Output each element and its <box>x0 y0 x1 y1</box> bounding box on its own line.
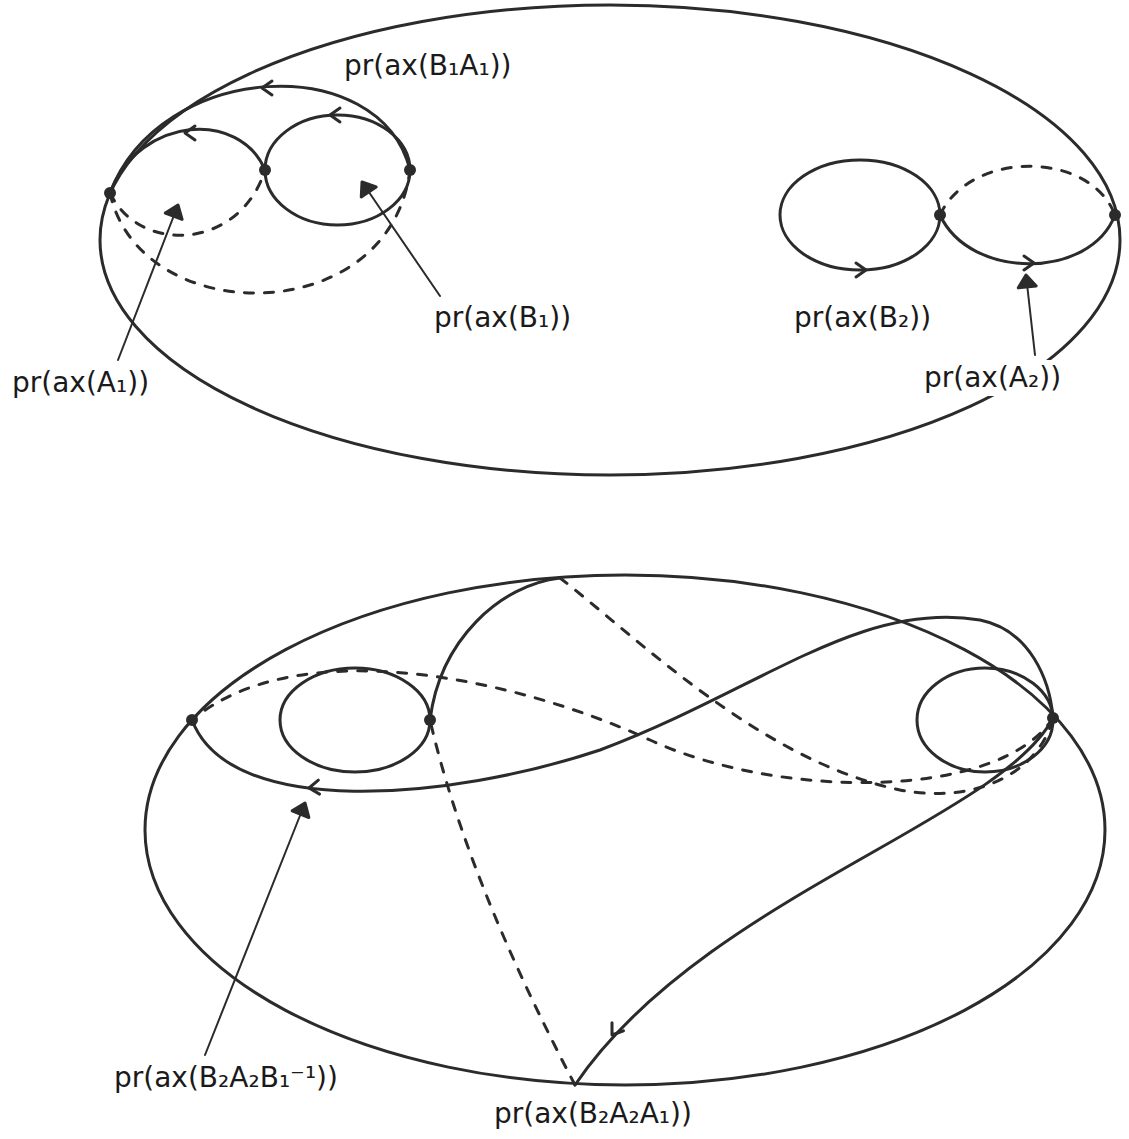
surface-hole <box>280 668 430 772</box>
leader-arrowhead <box>292 800 313 818</box>
surface-outline <box>100 5 1120 475</box>
hidden-curve <box>110 170 265 235</box>
curve-label: pr(ax(A₂)) <box>920 360 1065 396</box>
arrowhead <box>308 780 319 795</box>
arrowhead <box>330 108 340 122</box>
hidden-curve <box>560 578 1053 793</box>
leader-line <box>118 205 178 360</box>
hidden-curve <box>940 166 1115 215</box>
curve-label: pr(ax(B₂A₂B₁⁻¹)) <box>110 1060 342 1096</box>
hidden-curve <box>192 671 1053 783</box>
hidden-curve <box>430 720 575 1085</box>
curve <box>265 115 410 225</box>
marked-point <box>404 164 416 176</box>
leader-line <box>362 182 440 296</box>
arrowhead <box>262 81 272 95</box>
curve <box>110 86 410 193</box>
leader-arrowhead <box>355 177 377 197</box>
curve-label: pr(ax(B₂)) <box>790 300 935 336</box>
curve-label: pr(ax(B₂A₂A₁)) <box>490 1096 696 1132</box>
leader-arrowhead <box>165 202 186 220</box>
marked-point <box>186 714 198 726</box>
curve <box>575 718 1053 1085</box>
marked-point <box>424 714 436 726</box>
surface-outline <box>145 575 1105 1085</box>
arrowhead <box>856 263 866 277</box>
curve <box>940 215 1115 264</box>
marked-point <box>1109 209 1121 221</box>
marked-point <box>259 164 271 176</box>
curve-label: pr(ax(B₁)) <box>430 300 575 336</box>
curve <box>430 578 560 720</box>
arrowhead <box>606 1023 623 1039</box>
arrowhead <box>185 126 195 140</box>
curve-label: pr(ax(A₁)) <box>8 365 153 401</box>
leader-arrowhead <box>1017 274 1036 288</box>
curve <box>780 160 940 270</box>
curve <box>192 617 1053 791</box>
marked-point <box>104 187 116 199</box>
arrowhead <box>1024 256 1034 270</box>
hidden-curve <box>110 170 410 293</box>
curve <box>110 129 265 193</box>
leader-line <box>205 803 305 1055</box>
marked-point <box>934 209 946 221</box>
curve-label: pr(ax(B₁A₁)) <box>340 48 516 84</box>
marked-point <box>1047 712 1059 724</box>
